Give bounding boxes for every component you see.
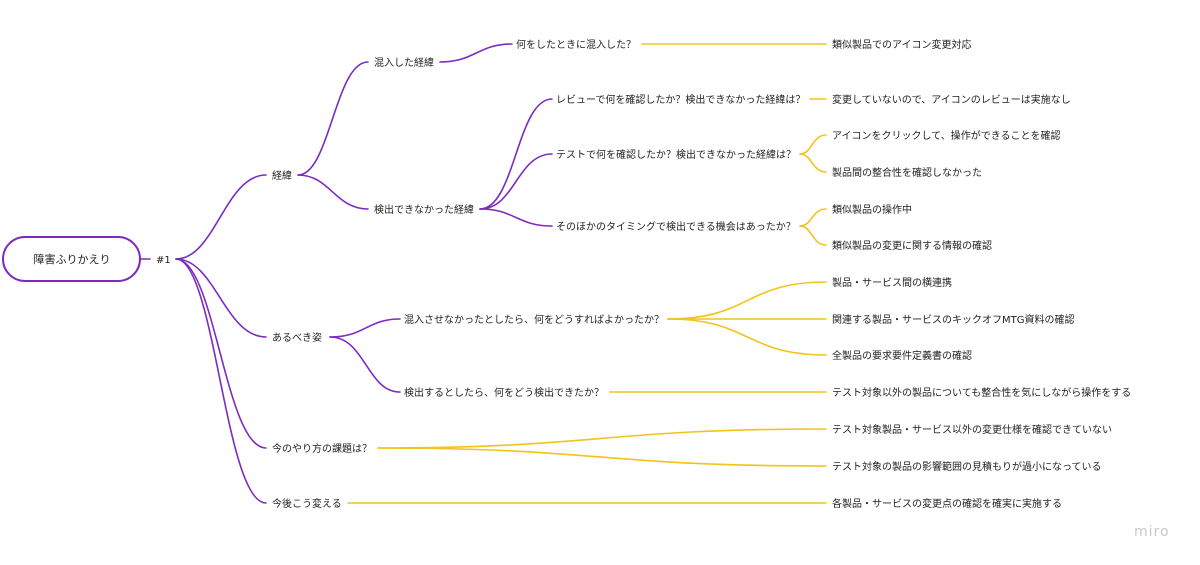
node-kadai-a2[interactable]: テスト対象の製品の影響範囲の見積もりが過小になっている xyxy=(832,460,1102,473)
node-other-a2[interactable]: 類似製品の変更に関する情報の確認 xyxy=(832,239,992,252)
node-konnyu-q[interactable]: 何をしたときに混入した？ xyxy=(516,38,636,51)
edge-kenshutsu-test xyxy=(479,153,553,210)
node-test-a2[interactable]: 製品間の整合性を確認しなかった xyxy=(832,166,982,179)
node-kadai[interactable]: 今のやり方の課題は？ xyxy=(272,442,372,455)
edge-kenshutsu-other xyxy=(479,208,553,227)
node-konnyu-keii[interactable]: 混入した経緯 xyxy=(374,56,434,69)
edge-arubeki-q1 xyxy=(329,318,401,338)
node-arubeki-a3[interactable]: 全製品の要求要件定義書の確認 xyxy=(832,349,972,362)
node-review-a[interactable]: 変更していないので、アイコンのレビューは実施なし xyxy=(832,93,1071,106)
edge-hub-arubeki xyxy=(175,258,267,338)
edge-kenshutsu-review xyxy=(479,98,553,210)
edge-hub-kadai xyxy=(175,258,267,449)
edge-hub-kongo xyxy=(175,258,267,504)
node-keii[interactable]: 経緯 xyxy=(272,169,292,182)
edge-arubeki-a1 xyxy=(667,281,827,320)
node-kongo[interactable]: 今後こう変える xyxy=(272,497,342,510)
node-arubeki-a4[interactable]: テスト対象以外の製品についても整合性を気にしながら操作をする xyxy=(832,386,1131,399)
node-kenshutsu-keii[interactable]: 検出できなかった経緯 xyxy=(374,203,474,216)
node-arubeki-q1[interactable]: 混入させなかったとしたら、何をどうすればよかったか？ xyxy=(404,313,664,326)
root-node-frame xyxy=(2,236,141,282)
node-arubeki-a1[interactable]: 製品・サービス間の横連携 xyxy=(832,276,952,289)
node-arubeki-a2[interactable]: 関連する製品・サービスのキックオフMTG資料の確認 xyxy=(832,313,1075,326)
node-review-q[interactable]: レビューで何を確認したか？検出できなかった経緯は？ xyxy=(556,93,805,106)
edge-kadai-a1 xyxy=(377,428,827,449)
root-node[interactable]: 障害ふりかえり xyxy=(2,236,141,282)
node-other-q[interactable]: そのほかのタイミングで検出できる機会はあったか？ xyxy=(556,220,796,233)
node-arubeki-q2[interactable]: 検出するとしたら、何をどう検出できたか？ xyxy=(404,386,604,399)
edge-other-a1 xyxy=(799,208,827,227)
node-test-a1[interactable]: アイコンをクリックして、操作ができることを確認 xyxy=(832,129,1061,142)
edge-arubeki-q2 xyxy=(329,336,401,393)
node-test-q[interactable]: テストで何を確認したか？検出できなかった経緯は？ xyxy=(556,148,796,161)
edge-test-a2 xyxy=(799,153,827,173)
root-node-label: 障害ふりかえり xyxy=(34,252,111,266)
edge-kadai-a2 xyxy=(377,447,827,467)
edge-test-a1 xyxy=(799,134,827,155)
edge-keii-kenshutsu xyxy=(297,174,369,210)
node-other-a1[interactable]: 類似製品の操作中 xyxy=(832,203,912,216)
node-kongo-a[interactable]: 各製品・サービスの変更点の確認を確実に実施する xyxy=(832,497,1062,510)
miro-watermark: miro xyxy=(1134,524,1170,540)
node-arubeki[interactable]: あるべき姿 xyxy=(272,331,322,344)
edge-arubeki-a3 xyxy=(667,318,827,356)
edge-other-a2 xyxy=(799,225,827,246)
edge-keii-konnyu xyxy=(297,61,369,176)
edge-konnyu-q xyxy=(439,43,513,63)
hub-node-label[interactable]: #1 xyxy=(156,255,171,266)
edge-hub-keii xyxy=(175,174,267,260)
node-kadai-a1[interactable]: テスト対象製品・サービス以外の変更仕様を確認できていない xyxy=(832,423,1112,436)
node-konnyu-a[interactable]: 類似製品でのアイコン変更対応 xyxy=(832,38,972,51)
